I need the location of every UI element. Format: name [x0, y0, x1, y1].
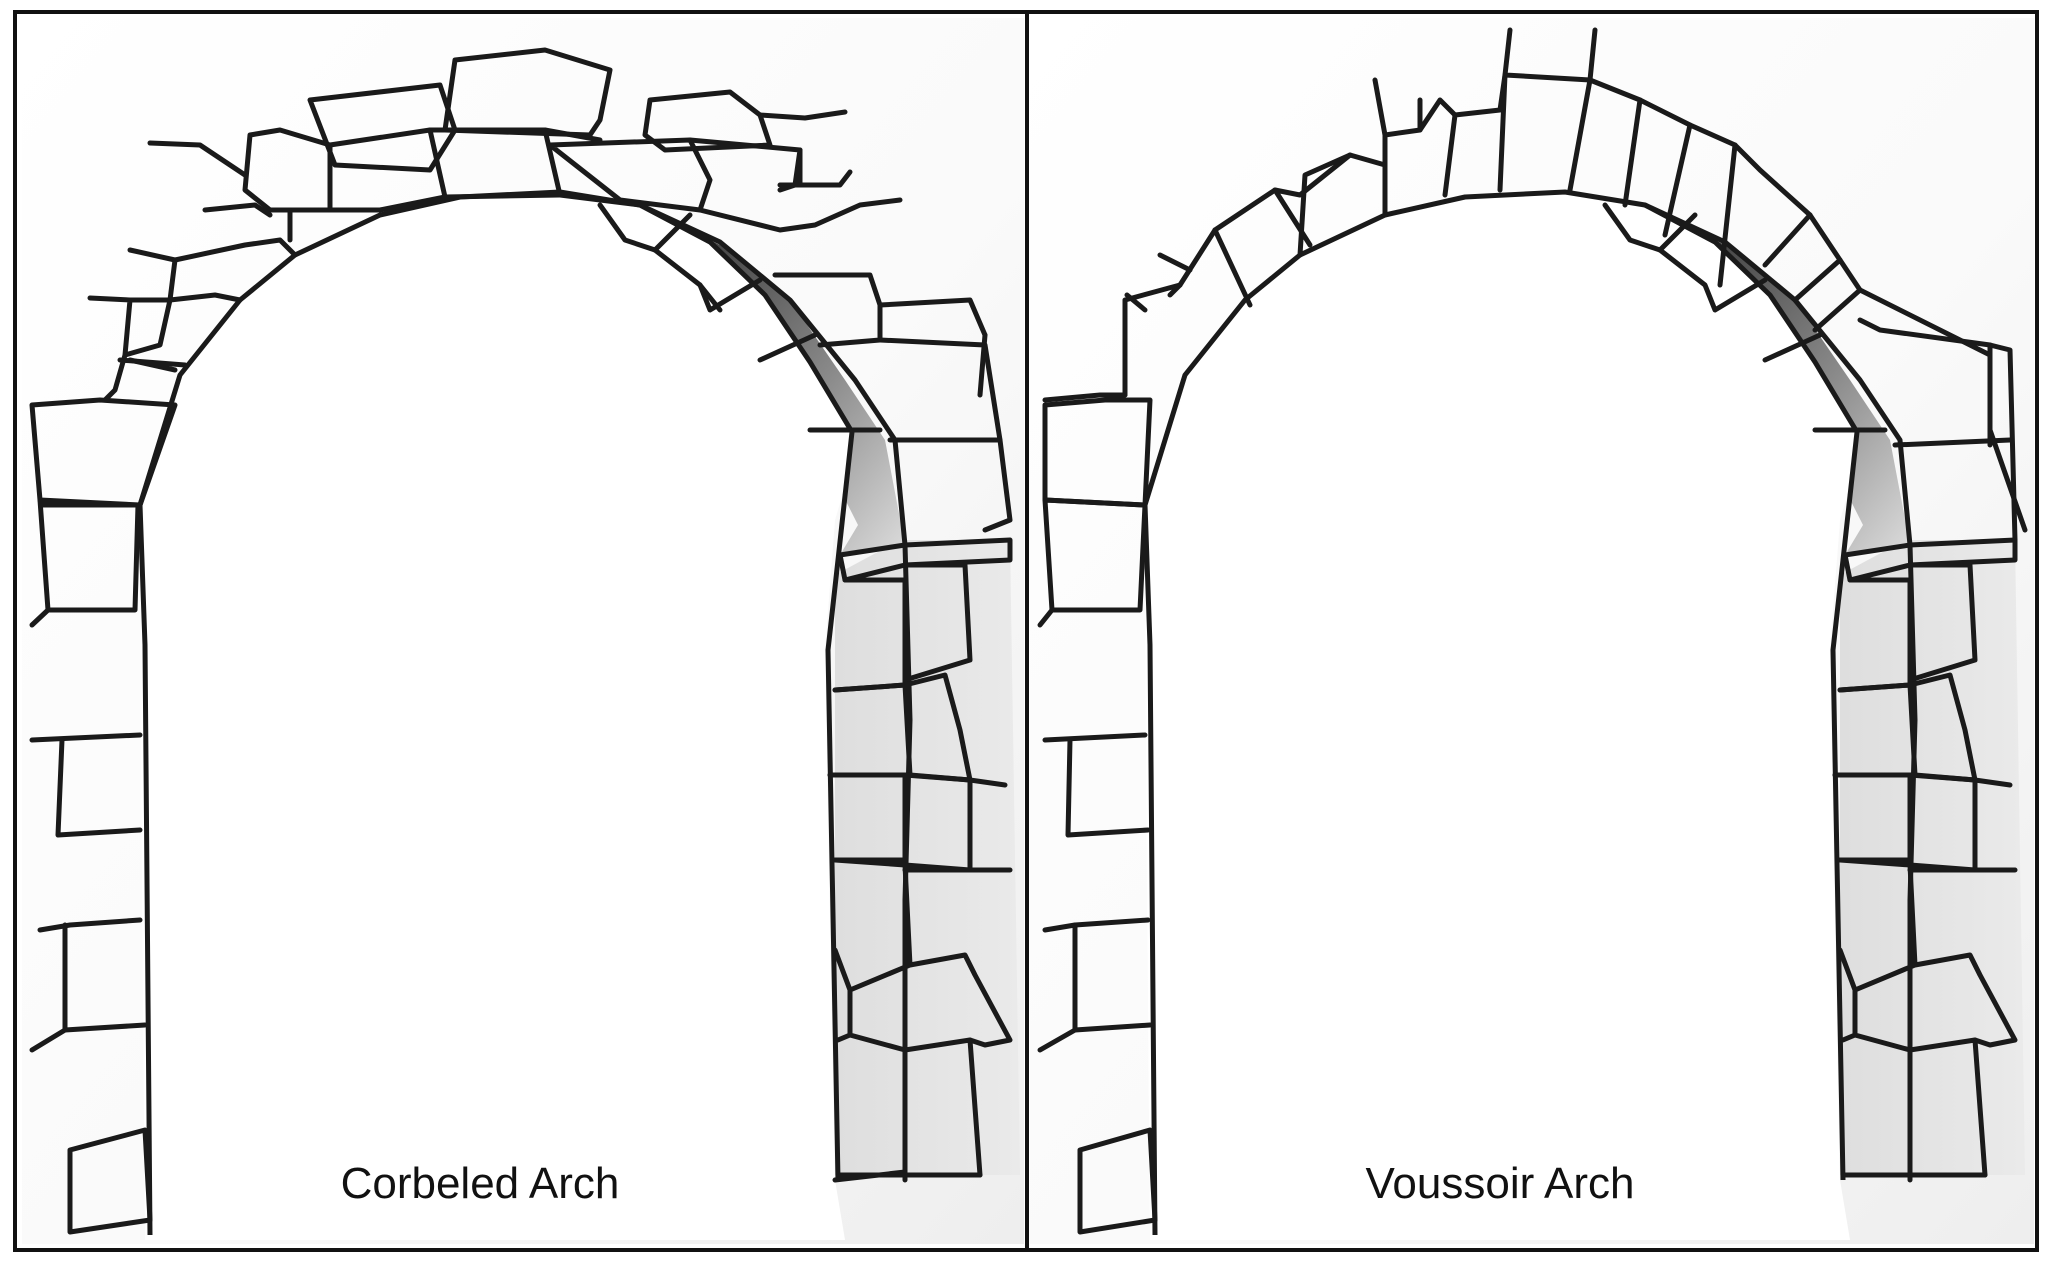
corbeled-joint [557, 192, 643, 208]
corbeled-caption: Corbeled Arch [341, 1159, 620, 1208]
voussoir-stone [1297, 152, 1388, 258]
voussoir-keystone [1502, 27, 1598, 83]
voussoir-stone [1077, 1127, 1158, 1235]
voussoir-ring-stone [1762, 332, 1823, 363]
corbeled-joint [697, 197, 903, 233]
corbeled-jamb-stone [847, 987, 908, 1173]
voussoir-joint [1037, 607, 1055, 628]
voussoir-stone [1272, 152, 1353, 248]
corbeled-stone [37, 497, 141, 613]
voussoir-joint [1372, 77, 1388, 138]
corbeled-ring-stone [652, 247, 763, 313]
corbeled-right-jamb-fill [835, 540, 1020, 1175]
corbeled-stone [87, 295, 173, 358]
voussoir-jamb-stone [1912, 952, 2018, 1048]
corbeled-joint [832, 1169, 908, 1183]
corbeled-joint [697, 282, 723, 313]
corbeled-joint [127, 237, 298, 263]
corbeled-joint [102, 352, 128, 403]
voussoir-joint [1892, 437, 2013, 448]
corbeled-joint [147, 140, 248, 178]
corbeled-joint [127, 357, 178, 373]
corbeled-arch-panel: Corbeled Arch [22, 18, 1024, 1244]
corbeled-jamb-stone [907, 952, 1013, 1048]
corbeled-stone [55, 737, 143, 838]
voussoir-right-jamb-fill [1840, 540, 2025, 1175]
voussoir-joint [1042, 732, 1148, 743]
corbeled-jamb-stone [902, 1037, 983, 1178]
corbeled-ring-stone [757, 332, 818, 363]
corbeled-joint [37, 917, 143, 933]
corbeled-opening [140, 192, 850, 1240]
voussoir-intrados [1142, 189, 1860, 1236]
voussoir-joint [1567, 77, 1593, 193]
voussoir-joint [1840, 1032, 1858, 1043]
voussoir-jamb-stone [1907, 1037, 1988, 1178]
corbeled-joint [29, 607, 51, 628]
voussoir-joint [1972, 777, 2013, 788]
corbeled-joint [427, 127, 448, 200]
voussoir-stone [1122, 282, 1183, 398]
voussoir-ring-stone [1602, 202, 1698, 253]
corbeled-joint [29, 1027, 68, 1053]
corbeled-stone [29, 397, 178, 508]
voussoir-ring-stone [1657, 247, 1768, 313]
voussoir-stone [1042, 497, 1148, 613]
voussoir-opening [1145, 192, 1855, 1240]
voussoir-stone [1042, 397, 1153, 508]
corbeled-ring-stone [597, 202, 693, 253]
corbeled-joint [542, 127, 603, 143]
voussoir-jamb-stone [1852, 987, 1913, 1173]
voussoir-stone [1857, 317, 1993, 448]
voussoir-jamb-stone [1907, 562, 1978, 683]
corbeled-joint [877, 297, 988, 338]
voussoir-stone [1065, 737, 1151, 838]
corbeled-joint [757, 109, 848, 121]
corbeled-joint [977, 332, 988, 398]
voussoir-caption: Voussoir Arch [1365, 1159, 1634, 1208]
corbeled-joint [835, 1032, 853, 1043]
corbeled-jamb-stone [902, 562, 973, 683]
voussoir-arch-panel: Voussoir Arch [1030, 18, 2034, 1244]
corbeled-stone [167, 257, 243, 303]
voussoir-stone [1987, 342, 2018, 543]
voussoir-joint [1157, 252, 1193, 273]
corbeled-stone [67, 1127, 153, 1235]
corbeled-joint [202, 202, 273, 218]
voussoir-joint [1124, 292, 1148, 313]
voussoir-joint [1042, 392, 1128, 403]
voussoir-joint [1857, 287, 1993, 358]
corbeled-joint [967, 777, 1008, 788]
corbeled-joint [29, 732, 143, 743]
corbeled-joint [777, 169, 853, 188]
corbeled-stone [547, 137, 713, 213]
voussoir-stone [1732, 142, 1813, 268]
voussoir-stone [1442, 72, 1508, 198]
voussoir-joint [1987, 427, 2028, 533]
voussoir-joint [1037, 1027, 1078, 1053]
